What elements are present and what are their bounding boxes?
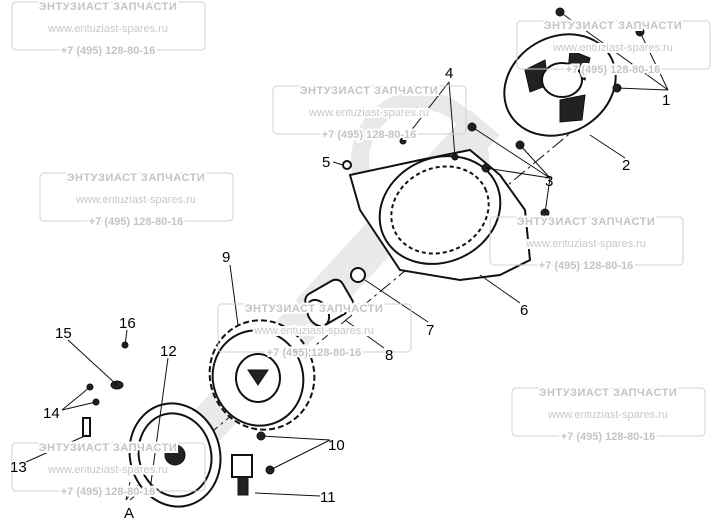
watermark-box: ЭНТУЗИАСТ ЗАПЧАСТИ www.entuziast-spares.r… <box>11 440 206 500</box>
watermark-url: www.entuziast-spares.ru <box>253 325 374 337</box>
callout-6: 6 <box>520 302 528 319</box>
leader-lines <box>25 11 669 501</box>
watermark-box: ЭНТУЗИАСТ ЗАПЧАСТИ www.entuziast-spares.r… <box>489 214 684 274</box>
callout-12: 12 <box>160 343 177 360</box>
watermark-title: ЭНТУЗИАСТ ЗАПЧАСТИ <box>67 172 206 184</box>
watermark-url: www.entuziast-spares.ru <box>525 238 646 250</box>
part-11-sensor <box>231 454 253 496</box>
watermark-box: ЭНТУЗИАСТ ЗАПЧАСТИ www.entuziast-spares.r… <box>516 18 711 78</box>
part-12-starter-cover <box>128 402 222 508</box>
watermark-phone: +7 (495) 128-80-16 <box>322 129 416 141</box>
part-7-washer <box>350 267 366 283</box>
watermark-phone: +7 (495) 128-80-16 <box>89 216 183 228</box>
watermark-title: ЭНТУЗИАСТ ЗАПЧАСТИ <box>300 85 439 97</box>
fasteners <box>82 7 645 475</box>
watermark-url: www.entuziast-spares.ru <box>75 194 196 206</box>
watermark-title: ЭНТУЗИАСТ ЗАПЧАСТИ <box>39 442 178 454</box>
watermark-box: ЭНТУЗИАСТ ЗАПЧАСТИ www.entuziast-spares.r… <box>11 0 206 59</box>
part-8-rotor <box>304 278 355 328</box>
watermark-url: www.entuziast-spares.ru <box>552 42 673 54</box>
callout-9: 9 <box>222 249 230 266</box>
watermark-title: ЭНТУЗИАСТ ЗАПЧАСТИ <box>539 387 678 399</box>
watermark-url: www.entuziast-spares.ru <box>308 107 429 119</box>
watermark-url: www.entuziast-spares.ru <box>47 464 168 476</box>
watermark-url: www.entuziast-spares.ru <box>47 23 168 35</box>
callout-11: 11 <box>320 489 336 506</box>
callout-8: 8 <box>385 347 393 364</box>
part-6-housing <box>348 148 532 282</box>
watermark-box: ЭНТУЗИАСТ ЗАПЧАСТИ www.entuziast-spares.r… <box>217 301 412 361</box>
part-13 <box>82 417 91 437</box>
watermark-box: ЭНТУЗИАСТ ЗАПЧАСТИ www.entuziast-spares.r… <box>511 385 706 445</box>
watermark-phone: +7 (495) 128-80-16 <box>539 260 633 272</box>
callout-2: 2 <box>622 157 630 174</box>
watermark-phone: +7 (495) 128-80-16 <box>566 64 660 76</box>
part-2-end-cover <box>503 33 617 137</box>
callout-A: A <box>124 505 134 522</box>
watermark-url: www.entuziast-spares.ru <box>547 409 668 421</box>
watermark-title: ЭНТУЗИАСТ ЗАПЧАСТИ <box>245 303 384 315</box>
callout-14: 14 <box>43 405 60 422</box>
watermark-phone: +7 (495) 128-80-16 <box>561 431 655 443</box>
callout-13: 13 <box>10 459 27 476</box>
callout-7: 7 <box>426 322 434 339</box>
watermark-phone: +7 (495) 128-80-16 <box>267 347 361 359</box>
part-9-flywheel <box>208 319 316 431</box>
watermark-box: ЭНТУЗИАСТ ЗАПЧАСТИ www.entuziast-spares.r… <box>272 83 467 143</box>
callout-3: 3 <box>545 173 553 190</box>
watermark-phone: +7 (495) 128-80-16 <box>61 486 155 498</box>
watermark-title: ЭНТУЗИАСТ ЗАПЧАСТИ <box>39 1 178 13</box>
watermark-title: ЭНТУЗИАСТ ЗАПЧАСТИ <box>544 20 683 32</box>
watermark-box: ЭНТУЗИАСТ ЗАПЧАСТИ www.entuziast-spares.r… <box>39 170 234 230</box>
callout-16: 16 <box>119 315 136 332</box>
callout-15: 15 <box>55 325 72 342</box>
callout-1: 1 <box>662 92 670 109</box>
callout-5: 5 <box>322 154 330 171</box>
callout-10: 10 <box>328 437 345 454</box>
watermark-phone: +7 (495) 128-80-16 <box>61 45 155 57</box>
callout-4: 4 <box>445 65 453 82</box>
watermark-title: ЭНТУЗИАСТ ЗАПЧАСТИ <box>517 216 656 228</box>
washer-5 <box>342 160 352 170</box>
